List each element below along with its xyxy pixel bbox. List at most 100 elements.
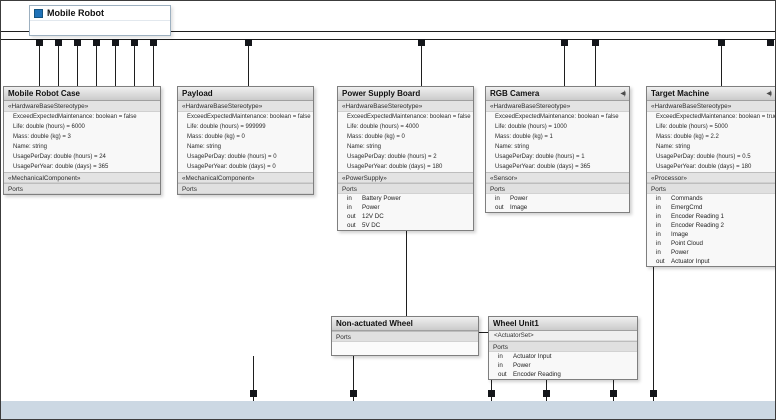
component-title: Power Supply Board [342,89,421,98]
stereotype-label: «PowerSupply» [338,172,473,183]
port-row[interactable]: out Actuator Input [647,257,775,266]
component-header[interactable]: Target Machine ◀) [647,87,775,101]
connector-line[interactable] [653,267,654,401]
port-row[interactable]: in EmergCmd [647,203,775,212]
port-row[interactable]: in Encoder Reading 1 [647,212,775,221]
connector-line[interactable] [406,231,407,316]
connector-port[interactable] [250,390,257,397]
connector-port[interactable] [610,390,617,397]
port-row[interactable]: in Power [338,203,473,212]
stereotype-property: Mass: double (kg) = 0 [338,132,473,142]
connector-port[interactable] [418,39,425,46]
port-direction: in [495,195,500,202]
component-header[interactable]: Payload [178,87,313,101]
connector-port[interactable] [131,39,138,46]
component-payload[interactable]: Payload «HardwareBaseStereotype» ExceedE… [177,86,314,195]
port-direction: out [656,258,665,265]
stereotype-property: Life: double (hours) = 6000 [4,122,160,132]
connector-port[interactable] [543,390,550,397]
connector-line[interactable] [96,46,97,86]
connector-line[interactable] [39,46,40,86]
connector-line[interactable] [58,46,59,86]
connector-port[interactable] [592,39,599,46]
stereotype-property: Mass: double (kg) = 0 [178,132,313,142]
connector-port[interactable] [561,39,568,46]
port-row[interactable]: in Power [489,361,637,370]
stereotype-label: «MechanicalComponent» [4,172,160,183]
component-rgb-camera[interactable]: RGB Camera ◀) «HardwareBaseStereotype» E… [485,86,630,213]
connector-line[interactable] [1,31,775,32]
stereotype-property: UsagePerYear: double (days) = 180 [338,162,473,172]
component-header[interactable]: Power Supply Board [338,87,473,101]
component-power-supply-board[interactable]: Power Supply Board «HardwareBaseStereoty… [337,86,474,231]
stereotype-property: Life: double (hours) = 5000 [647,122,775,132]
port-row[interactable]: in Power [647,248,775,257]
port-direction: in [656,213,661,220]
component-header[interactable]: Mobile Robot Case [4,87,160,101]
ports-section-label: Ports [489,341,637,352]
component-title: RGB Camera [490,89,540,98]
component-mobile-robot-case[interactable]: Mobile Robot Case «HardwareBaseStereotyp… [3,86,161,195]
component-header[interactable]: Mobile Robot [30,6,170,21]
connector-line[interactable] [721,46,722,86]
connector-port[interactable] [36,39,43,46]
connector-line[interactable] [353,356,354,401]
connector-port[interactable] [74,39,81,46]
connector-line[interactable] [564,46,565,86]
component-icon [34,8,43,18]
connector-port[interactable] [650,390,657,397]
connector-port[interactable] [55,39,62,46]
connector-port[interactable] [93,39,100,46]
port-name: Actuator Input [671,258,710,265]
connector-port[interactable] [150,39,157,46]
ports-section-label: Ports [647,183,775,194]
ports-section-label: Ports [338,183,473,194]
connector-port[interactable] [767,39,774,46]
connector-line[interactable] [77,46,78,86]
port-row[interactable]: out 12V DC [338,212,473,221]
connector-line[interactable] [479,332,488,333]
port-row[interactable]: in Actuator Input [489,352,637,361]
component-header[interactable]: Wheel Unit1 [489,317,637,331]
component-mobile-robot[interactable]: Mobile Robot [29,5,171,36]
port-direction: in [656,195,661,202]
connector-port[interactable] [488,390,495,397]
connector-line[interactable] [1,39,775,40]
port-row[interactable]: in Point Cloud [647,239,775,248]
component-title: Wheel Unit1 [493,319,539,328]
connector-port[interactable] [350,390,357,397]
connector-line[interactable] [134,46,135,86]
component-non-actuated-wheel[interactable]: Non-actuated Wheel Ports [331,316,479,356]
port-row[interactable]: in Encoder Reading 2 [647,221,775,230]
component-header[interactable]: Non-actuated Wheel [332,317,478,331]
connector-line[interactable] [595,46,596,86]
connector-line[interactable] [421,46,422,86]
ports-section-label: Ports [486,183,629,194]
port-row[interactable]: out Encoder Reading [489,370,637,379]
port-direction: in [656,231,661,238]
component-title: Non-actuated Wheel [336,319,413,328]
connector-line[interactable] [115,46,116,86]
port-name: Actuator Input [513,353,552,360]
port-row[interactable]: out 5V DC [338,221,473,230]
connector-line[interactable] [248,46,249,86]
component-header[interactable]: RGB Camera ◀) [486,87,629,101]
port-row[interactable]: in Image [647,230,775,239]
component-wheel-unit1[interactable]: Wheel Unit1 <ActuatorSet> Ports in Actua… [488,316,638,380]
port-row[interactable]: in Commands [647,194,775,203]
linked-model-icon: ◀) [766,91,772,97]
port-row[interactable]: in Battery Power [338,194,473,203]
stereotype-label: <ActuatorSet> [489,331,637,341]
connector-port[interactable] [245,39,252,46]
connector-port[interactable] [112,39,119,46]
port-direction: in [656,249,661,256]
stereotype-property: Life: double (hours) = 1000 [486,122,629,132]
connector-line[interactable] [153,46,154,86]
connector-line[interactable] [253,356,254,401]
connector-port[interactable] [718,39,725,46]
component-target-machine[interactable]: Target Machine ◀) «HardwareBaseStereotyp… [646,86,775,267]
component-title: Target Machine [651,89,710,98]
port-row[interactable]: in Power [486,194,629,203]
port-row[interactable]: out Image [486,203,629,212]
